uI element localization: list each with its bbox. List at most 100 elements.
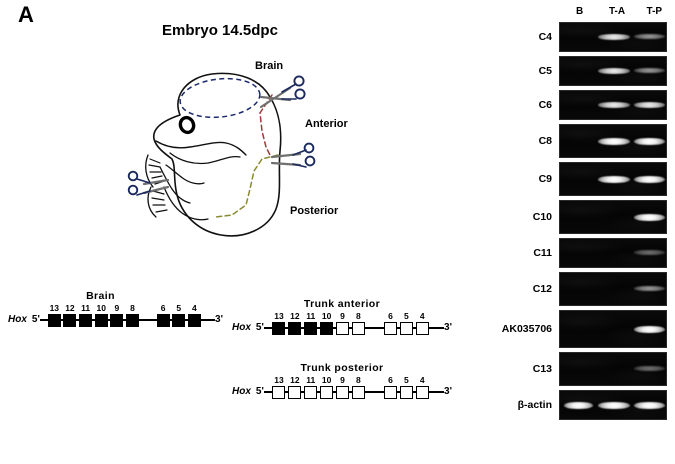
hox-backbone-line xyxy=(317,391,321,393)
hox-gene-box xyxy=(63,314,77,327)
gel-band xyxy=(634,326,665,333)
hox-gene-number: 11 xyxy=(81,303,91,313)
embryo-forelimb-lower xyxy=(159,166,191,204)
embryo-region-label-anterior: Anterior xyxy=(305,118,348,130)
scissors-icon-anterior-cut xyxy=(270,142,316,168)
hox-gene-box xyxy=(335,322,349,335)
gel-image xyxy=(559,352,667,386)
gel-row-label: C10 xyxy=(532,211,552,223)
embryo-chin-line xyxy=(169,152,241,165)
hox-gene-box-group: 12 xyxy=(288,311,302,338)
hox-gene-box-group: 8 xyxy=(351,375,365,402)
hox-backbone-line xyxy=(348,391,352,393)
gel-row-label: C12 xyxy=(532,283,552,295)
hox-gene-box-group: 9 xyxy=(110,303,124,330)
hox-backbone-line xyxy=(333,391,336,393)
embryo-hand-digits-lower xyxy=(151,190,168,213)
hox-backbone-line xyxy=(285,327,289,329)
hox-backbone-line xyxy=(60,319,64,321)
gel-image xyxy=(559,22,667,52)
hox-gene-box-group: 4 xyxy=(415,376,429,402)
hox-gene-box xyxy=(351,322,365,335)
hox-backbone-line xyxy=(317,327,321,329)
hox-three-prime-label: 3' xyxy=(444,322,452,333)
gel-row-label: C4 xyxy=(538,31,552,43)
hox-gene-box xyxy=(288,386,302,399)
hox-gene-number: 6 xyxy=(160,303,166,313)
scissors-icon-brain-cut xyxy=(259,75,306,109)
hox-three-prime-label: 3' xyxy=(215,314,223,325)
posterior-cut-dashed-line xyxy=(215,154,279,218)
hox-gene-box xyxy=(288,322,302,335)
gel-lane-header-t-a: T-A xyxy=(608,6,626,17)
hox-backbone-line xyxy=(285,391,289,393)
hox-gene-box xyxy=(126,314,139,327)
hox-backbone-line xyxy=(364,391,384,393)
embryo-hand-outline-lower xyxy=(147,186,157,218)
hox-gene-box-group: 6 xyxy=(156,303,170,330)
hox-gene-number: 8 xyxy=(355,311,361,321)
hox-gene-box-group: 6 xyxy=(383,375,397,402)
hox-gene-box xyxy=(94,314,108,327)
hox-backbone-line xyxy=(169,319,173,321)
hox-backbone-line xyxy=(107,319,111,321)
hox-gene-box xyxy=(383,386,397,399)
embryo-region-label-brain: Brain xyxy=(255,60,284,72)
hox-diagram-title: Trunk anterior xyxy=(303,298,381,310)
hox-gene-box-group: 5 xyxy=(399,376,413,402)
hox-gene-word: Hox xyxy=(232,386,251,397)
embryo-hand-digits-upper xyxy=(148,158,165,185)
hox-gene-number: 6 xyxy=(388,311,393,321)
hox-backbone-line xyxy=(348,327,352,329)
hox-gene-number: 6 xyxy=(388,375,393,385)
gel-band xyxy=(598,138,630,145)
hox-gene-word: Hox xyxy=(8,314,27,325)
hox-gene-number: 11 xyxy=(306,375,316,385)
gel-band xyxy=(634,402,665,409)
hox-gene-box xyxy=(304,322,318,335)
hox-gene-box-group: 4 xyxy=(415,312,429,338)
hox-backbone-line xyxy=(428,391,445,393)
hox-gene-number: 10 xyxy=(96,303,106,313)
hox-gene-number: 9 xyxy=(114,303,120,313)
hox-backbone-line xyxy=(39,319,48,321)
gel-row: AK035706 xyxy=(455,310,675,348)
hox-backbone-line xyxy=(92,319,95,321)
panel-a: A Embryo 14.5dpc xyxy=(8,2,452,402)
hox-gene-box xyxy=(110,314,124,327)
hox-backbone-line xyxy=(185,319,188,321)
hox-gene-box xyxy=(187,314,201,327)
gel-row: C5 xyxy=(455,56,675,86)
hox-gene-box xyxy=(335,386,349,399)
embryo-svg xyxy=(127,72,316,237)
embryo-region-label-posterior: Posterior xyxy=(290,205,339,217)
gel-band xyxy=(634,138,665,145)
hox-diagram-title: Brain xyxy=(86,290,115,302)
gel-band xyxy=(564,402,593,409)
gel-row: C8 xyxy=(455,124,675,158)
hox-five-prime-label: 5' xyxy=(255,322,264,333)
hox-backbone-line xyxy=(412,391,416,393)
hox-five-prime-label: 5' xyxy=(31,314,40,325)
hox-gene-box-group: 4 xyxy=(187,304,201,330)
hox-backbone-line xyxy=(396,327,400,329)
hox-backbone-line xyxy=(396,391,400,393)
gel-row-label: C8 xyxy=(538,135,552,147)
gel-row: C10 xyxy=(455,200,675,234)
hox-backbone-line xyxy=(333,327,336,329)
gel-image xyxy=(559,162,667,196)
hox-gene-number: 8 xyxy=(355,375,361,385)
panel-a-letter: A xyxy=(18,2,34,27)
hox-backbone-line xyxy=(76,319,80,321)
hox-gene-box xyxy=(399,386,413,399)
gel-image xyxy=(559,90,667,120)
hox-gene-box xyxy=(383,322,397,335)
hox-backbone-line xyxy=(301,391,305,393)
hox-gene-box xyxy=(172,314,186,327)
hox-backbone-line xyxy=(263,327,273,329)
hox-gene-number: 12 xyxy=(290,311,300,321)
hox-gene-number: 10 xyxy=(321,311,332,321)
gel-row: C4 xyxy=(455,22,675,52)
